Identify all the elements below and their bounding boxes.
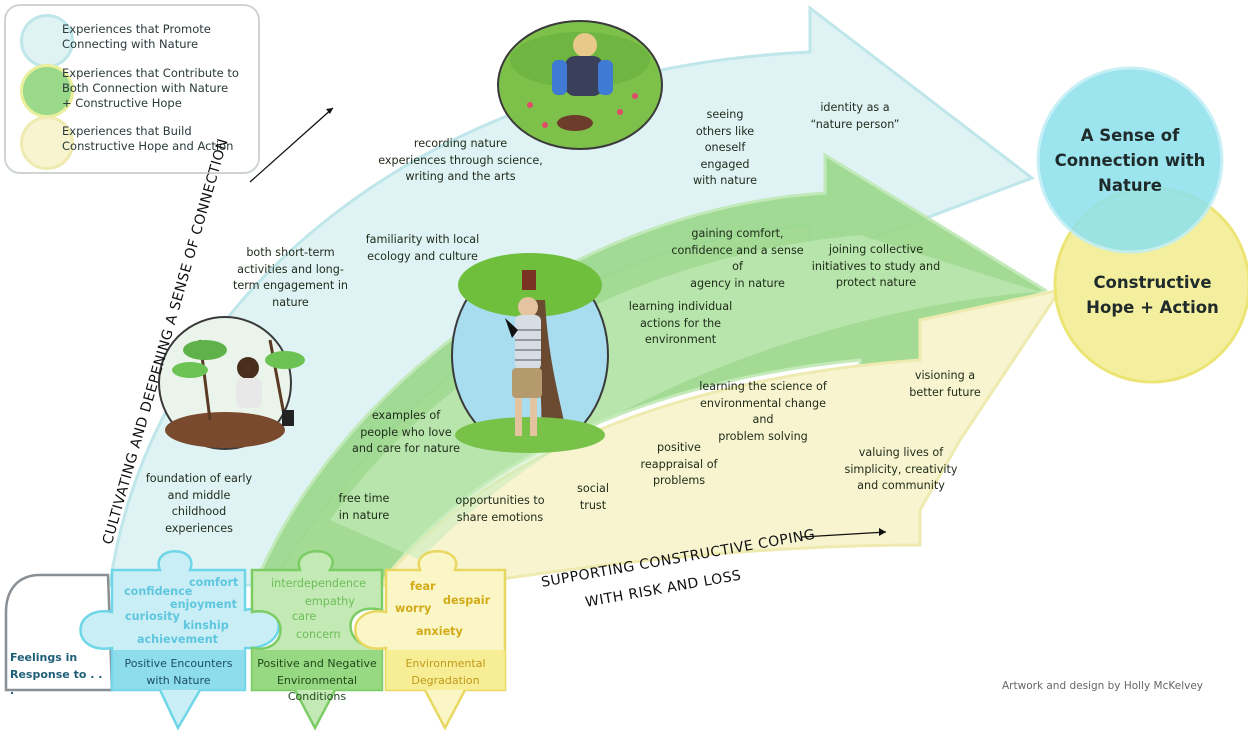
legend: Experiences that Promote Connecting with… (4, 4, 260, 174)
feeling-achievement: achievement (137, 633, 219, 646)
photo-birdhouse-tree (451, 253, 609, 453)
coping-axis-arrow (801, 531, 887, 538)
label-joining-collective: joining collective initiatives to study … (811, 243, 941, 289)
label-free-time: free time in nature (338, 492, 390, 522)
label-seeing-others: seeing others like oneself engaged with … (693, 108, 757, 187)
label-gaining-comfort: gaining comfort, confidence and a sense … (671, 227, 804, 290)
feelings-label: Feelings in Response to . . . (10, 651, 103, 697)
photo-child-planting (158, 316, 305, 450)
puzzle-green (250, 550, 384, 731)
label-examples-people: examples of people who love and care for… (351, 409, 460, 455)
outcome-connection: A Sense of Connection with Nature (1054, 125, 1206, 195)
feeling-enjoyment: enjoyment (170, 598, 237, 611)
label-share-emotions: opportunities to share emotions (455, 494, 545, 524)
photo-recording-nature (497, 20, 663, 150)
label-visioning: visioning a better future (909, 369, 981, 399)
legend-item-hope (20, 116, 74, 170)
feeling-confidence: confidence (124, 585, 193, 598)
hope-circle (1036, 66, 1224, 254)
label-valuing-lives: valuing lives of simplicity, creativity … (844, 446, 958, 492)
puzzle-yellow (354, 550, 507, 731)
puzzle-blue (79, 550, 280, 731)
feeling-despair: despair (443, 594, 491, 607)
feeling-worry: worry (395, 602, 432, 615)
feeling-concern: concern (296, 628, 341, 641)
feeling-empathy: empathy (305, 595, 355, 608)
label-individual-actions: learning individual actions for the envi… (628, 300, 733, 346)
label-learning-science: learning the science of environmental ch… (699, 380, 827, 443)
legend-label-both: Experiences that Contribute to Both Conn… (62, 66, 239, 110)
label-social-trust: social trust (577, 482, 609, 512)
connection-axis-arrow (249, 107, 334, 183)
legend-swatch-yellow (20, 116, 74, 170)
piece-label-conditions: Positive and Negative Environmental Cond… (257, 657, 377, 703)
label-positive-reappraisal: positive reappraisal of problems (640, 441, 718, 487)
feeling-fear: fear (410, 580, 436, 593)
label-recording-nature: recording nature experiences through sci… (378, 137, 543, 183)
feeling-kinship: kinship (183, 619, 229, 632)
label-foundation-childhood: foundation of early and middle childhood… (145, 472, 253, 535)
feeling-care: care (292, 610, 317, 623)
label-identity: identity as a “nature person” (810, 101, 900, 131)
label-familiarity: familiarity with local ecology and cultu… (365, 233, 480, 263)
legend-label-hope: Experiences that Build Constructive Hope… (62, 124, 234, 153)
feelings-bubble (4, 573, 114, 692)
feeling-anxiety: anxiety (416, 625, 463, 638)
piece-label-degradation: Environmental Degradation (405, 657, 486, 687)
feeling-comfort: comfort (189, 576, 239, 589)
feeling-curiosity: curiosity (125, 610, 180, 623)
legend-label-promote: Experiences that Promote Connecting with… (62, 22, 211, 51)
outcome-hope: Constructive Hope + Action (1086, 273, 1219, 317)
piece-label-positive: Positive Encounters with Nature (124, 657, 233, 687)
credit-text: Artwork and design by Holly McKelvey (1002, 680, 1204, 692)
feeling-interdependence: interdependence (271, 577, 367, 590)
label-short-long-term: both short-term activities and long- ter… (232, 246, 349, 309)
